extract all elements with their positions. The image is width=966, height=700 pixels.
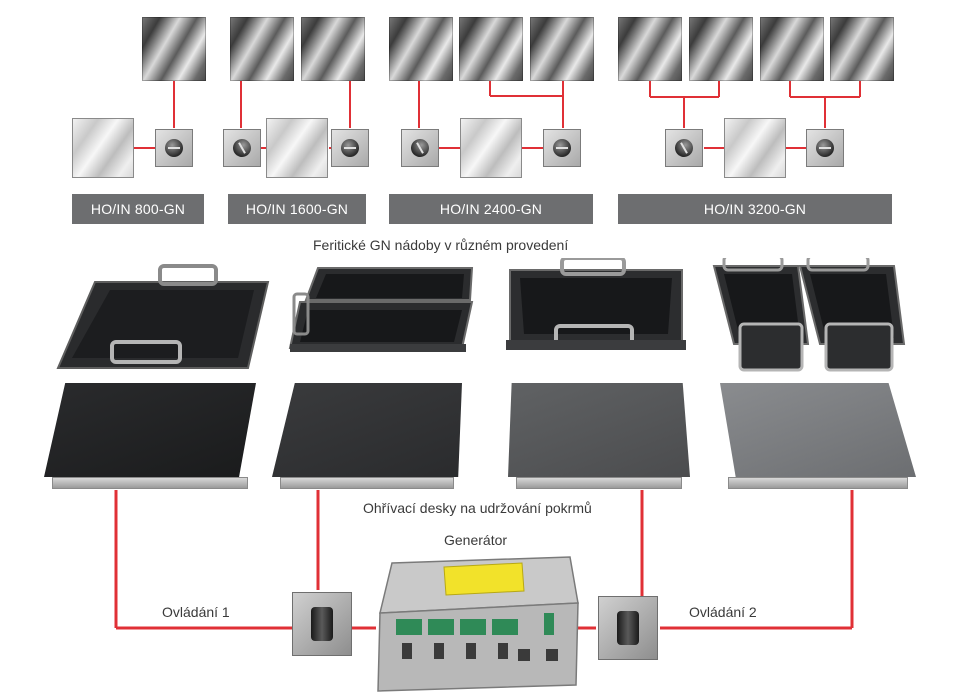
heating-plate-4 [720,383,916,489]
control-knob-icon [331,129,369,167]
plate-square [72,118,134,178]
steel-unit [459,17,523,81]
pans-caption: Feritické GN nádoby v různém provedení [313,237,569,253]
plate-square [460,118,522,178]
steel-unit [230,17,294,81]
control-knob-icon [155,129,193,167]
control-2-caption: Ovládání 2 [689,604,757,620]
control-knob-icon [543,129,581,167]
generator-caption: Generátor [444,532,508,548]
steel-unit [689,17,753,81]
control-knob-icon [665,129,703,167]
model-label-1600: HO/IN 1600-GN [228,194,366,224]
generator-unit [377,556,579,692]
tall-pans [712,258,906,372]
control-knob-icon [223,129,261,167]
control-knob-icon [401,129,439,167]
steel-unit [530,17,594,81]
heating-plate-1 [44,383,256,489]
model-label-2400: HO/IN 2400-GN [389,194,593,224]
half-pans [288,267,474,352]
heating-plate-3 [508,383,690,489]
steel-unit [760,17,824,81]
model-label-3200: HO/IN 3200-GN [618,194,892,224]
control-box-2 [598,596,658,660]
plate-square [724,118,786,178]
heating-plate-2 [272,383,462,489]
plates-caption: Ohřívací desky na udržování pokrmů [363,500,592,516]
steel-unit [301,17,365,81]
top-wiring [134,80,861,149]
control-1-caption: Ovládání 1 [162,604,230,620]
control-box-1 [292,592,352,656]
steel-unit [142,17,206,81]
plate-square [266,118,328,178]
deep-pan [506,258,686,350]
steel-unit [618,17,682,81]
gn-pans-illustration [56,258,906,372]
bottom-wiring [114,490,854,630]
steel-unit [389,17,453,81]
model-label-800: HO/IN 800-GN [72,194,204,224]
control-knob-icon [806,129,844,167]
steel-unit [830,17,894,81]
flat-tray [56,264,270,369]
